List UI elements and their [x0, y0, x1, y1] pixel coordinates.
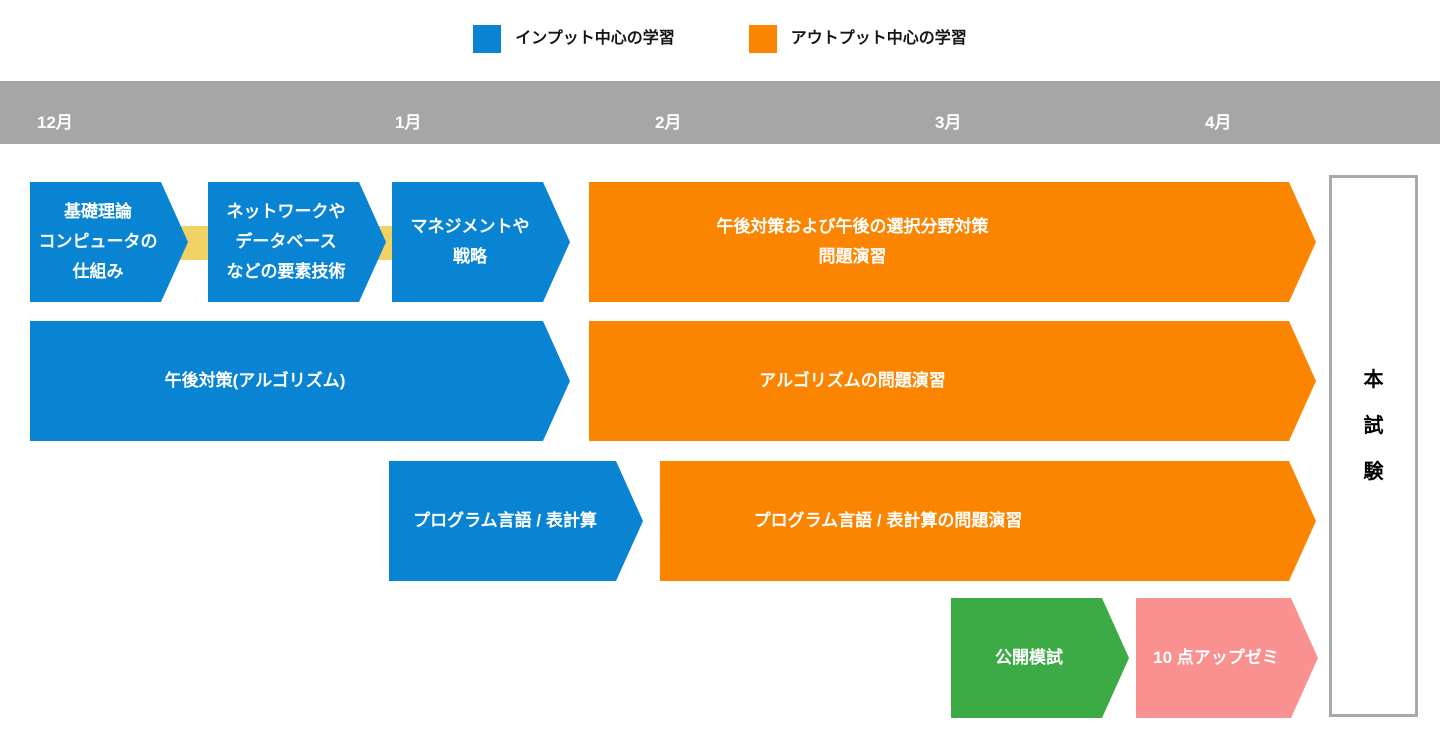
phase-arrow-network-database: ネットワークや データベース などの要素技術 [208, 182, 386, 302]
schedule-row-3: プログラム言語 / 表計算 プログラム言語 / 表計算の問題演習 [0, 461, 1440, 581]
phase-arrow-algorithm: 午後対策(アルゴリズム) [30, 321, 570, 441]
month-label-april: 4月 [1205, 113, 1232, 132]
legend-label-output: アウトプット中心の学習 [790, 30, 967, 47]
phase-label-algorithm: 午後対策(アルゴリズム) [164, 371, 346, 390]
schedule-row-1: 基礎理論 コンピュータの 仕組み ネットワークや データベース などの要素技術 … [0, 182, 1440, 302]
phase-label-programming: プログラム言語 / 表計算 [413, 511, 597, 530]
phase-label-management-strategy: マネジメントや 戦略 [410, 217, 530, 266]
phase-arrow-afternoon-practice: 午後対策および午後の選択分野対策 問題演習 [589, 182, 1316, 302]
phase-label-seminar: 10 点アップゼミ [1153, 648, 1279, 667]
month-label-december: 12月 [37, 113, 73, 132]
phase-arrow-mock-exam: 公開模試 [951, 598, 1129, 718]
timeline-bar: 12月 1月 2月 3月 4月 [0, 81, 1440, 144]
month-label-february: 2月 [655, 113, 682, 132]
phase-label-mock-exam: 公開模試 [995, 648, 1063, 667]
phase-arrow-programming-practice: プログラム言語 / 表計算の問題演習 [660, 461, 1316, 581]
phase-arrow-management-strategy: マネジメントや 戦略 [392, 182, 570, 302]
input-color-swatch-icon [473, 25, 502, 53]
phase-arrow-basic-theory: 基礎理論 コンピュータの 仕組み [30, 182, 188, 302]
month-label-march: 3月 [935, 113, 962, 132]
schedule-row-2: 午後対策(アルゴリズム) アルゴリズムの問題演習 [0, 321, 1440, 441]
schedule-row-4: 公開模試 10 点アップゼミ [0, 598, 1440, 718]
phase-label-network-database: ネットワークや データベース などの要素技術 [226, 202, 346, 281]
phase-label-afternoon-practice: 午後対策および午後の選択分野対策 問題演習 [716, 217, 989, 266]
legend-label-input: インプット中心の学習 [515, 30, 675, 47]
real-exam-box: 本 試 験 [1329, 175, 1418, 717]
legend-item-output: アウトプット中心の学習 [748, 25, 967, 53]
phase-label-programming-practice: プログラム言語 / 表計算の問題演習 [753, 511, 1023, 530]
phase-arrow-programming: プログラム言語 / 表計算 [389, 461, 643, 581]
real-exam-label: 本 試 験 [1363, 369, 1384, 483]
phase-label-basic-theory: 基礎理論 コンピュータの 仕組み [38, 202, 158, 281]
phase-arrow-seminar: 10 点アップゼミ [1136, 598, 1318, 718]
legend-item-input: インプット中心の学習 [473, 25, 675, 53]
month-label-january: 1月 [395, 113, 422, 132]
output-color-swatch-icon [748, 25, 777, 53]
phase-arrow-algorithm-practice: アルゴリズムの問題演習 [589, 321, 1316, 441]
phase-label-algorithm-practice: アルゴリズムの問題演習 [759, 371, 946, 390]
legend: インプット中心の学習 アウトプット中心の学習 [0, 25, 1440, 53]
